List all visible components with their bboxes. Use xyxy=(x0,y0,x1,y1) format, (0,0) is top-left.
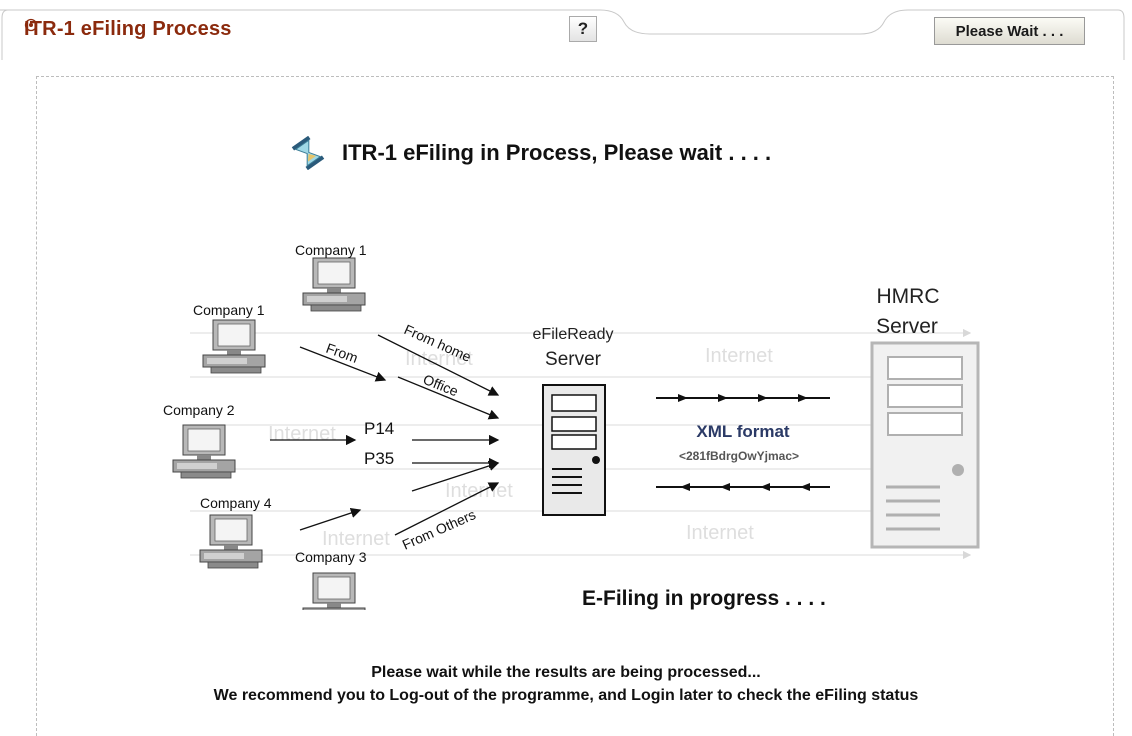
internet-label: Internet xyxy=(405,348,473,370)
page-title: ITR-1 eFiling Process xyxy=(24,18,232,40)
footer-message-line2: We recommend you to Log-out of the progr… xyxy=(213,687,919,704)
computer-icon xyxy=(302,257,366,312)
arrow-label-from: From xyxy=(324,340,360,366)
company-label: Company 2 xyxy=(163,402,235,418)
hmrc-server-icon xyxy=(870,341,980,549)
please-wait-button[interactable]: Please Wait . . . xyxy=(934,17,1085,45)
hmrc-server-label: Server xyxy=(876,315,938,338)
company-label: Company 1 xyxy=(295,242,367,258)
incoming-arrows xyxy=(270,334,500,536)
help-button[interactable]: ? xyxy=(569,16,597,42)
efileready-server-label: Server xyxy=(545,349,602,370)
internet-watermarks: Internet Internet Internet Internet Inte… xyxy=(268,345,773,550)
company-label: Company 1 xyxy=(193,302,265,318)
efiling-diagram: Internet Internet Internet Internet Inte… xyxy=(163,242,980,610)
company-label: Company 4 xyxy=(200,495,272,511)
hmrc-server-label: HMRC xyxy=(877,285,940,308)
internet-label: Internet xyxy=(322,528,390,550)
xml-code-label: <281fBdrgOwYjmac> xyxy=(679,449,799,463)
header-bar: ITR-1 eFiling Process ? Please Wait . . … xyxy=(0,0,1132,60)
computer-icon xyxy=(199,514,263,569)
efiling-progress-text: E-Filing in progress . . . . xyxy=(582,587,826,610)
internet-label: Internet xyxy=(686,522,754,544)
efileready-server-label: eFileReady xyxy=(533,326,614,343)
efileready-server-icon xyxy=(542,384,606,516)
status-message: ITR-1 eFiling in Process, Please wait . … xyxy=(342,140,772,165)
xml-format-label: XML format xyxy=(696,422,790,441)
header-tab-outline xyxy=(0,9,1125,60)
form-label-p14: P14 xyxy=(364,419,394,438)
xml-exchange-arrows xyxy=(656,397,830,488)
computer-icon xyxy=(172,424,236,479)
form-label-p35: P35 xyxy=(364,449,394,468)
internet-label: Internet xyxy=(268,423,336,445)
internet-label: Internet xyxy=(705,345,773,367)
computer-icon xyxy=(302,572,366,610)
computer-icon xyxy=(202,319,266,374)
circle-bullet-icon xyxy=(24,18,38,32)
hourglass-icon xyxy=(291,136,325,170)
footer-message-line1: Please wait while the results are being … xyxy=(371,664,761,681)
title-group: ITR-1 eFiling Process xyxy=(24,18,232,41)
content-panel xyxy=(36,76,1114,736)
status-line: ITR-1 eFiling in Process, Please wait . … xyxy=(290,136,771,170)
internet-label: Internet xyxy=(445,480,513,502)
company-label: Company 3 xyxy=(295,549,367,565)
